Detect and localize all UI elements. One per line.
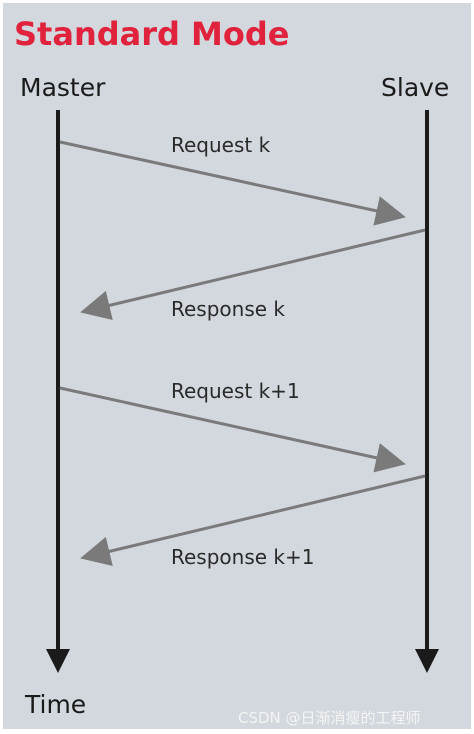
request-k-label: Request k: [171, 133, 271, 157]
response-k-arrow: [80, 228, 426, 321]
request-k1-arrow: [59, 386, 406, 473]
diagram-background: [3, 3, 471, 729]
master-label: Master: [20, 73, 106, 102]
time-label: Time: [24, 690, 86, 719]
request-k-arrow: [59, 140, 406, 226]
slave-label: Slave: [381, 73, 449, 102]
response-k-label: Response k: [171, 297, 285, 321]
request-k1-label: Request k+1: [171, 379, 300, 403]
response-k1-arrow: [80, 474, 426, 567]
watermark-text: CSDN @日渐消瘦的工程师: [238, 709, 421, 727]
page-title: Standard Mode: [14, 15, 289, 53]
response-k1-label: Response k+1: [171, 545, 314, 569]
